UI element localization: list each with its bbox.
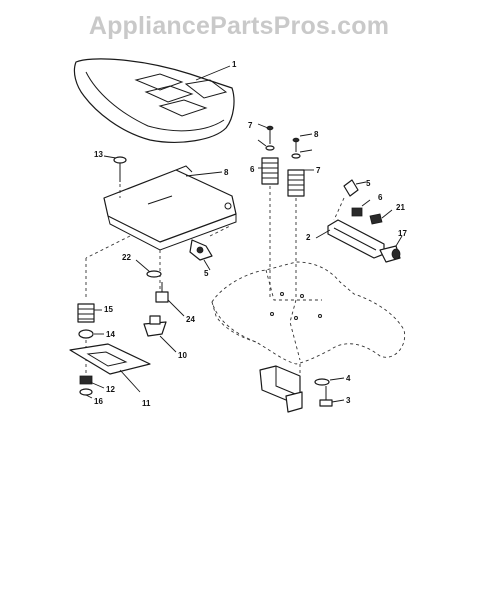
callout-5-left: 5 (204, 269, 209, 278)
spring-7-left (261, 157, 279, 185)
washer-4 (314, 378, 330, 386)
nut-22 (369, 213, 383, 225)
knob-21 (379, 245, 401, 263)
callout-21: 17 (398, 229, 407, 238)
clip-5-right (343, 179, 359, 197)
callout-14: 13 (94, 150, 103, 159)
bolt-8-right (292, 137, 300, 152)
washer-24 (146, 270, 162, 278)
callout-16: 15 (104, 305, 113, 314)
callout-25: 24 (186, 315, 195, 324)
callout-5-right: 5 (366, 179, 371, 188)
washer-9-right (291, 153, 301, 159)
callout-6: 6 (378, 193, 383, 202)
bolt-3 (319, 386, 333, 407)
callout-7: 7 (316, 166, 321, 175)
callout-8-right: 8 (314, 130, 319, 139)
callout-12: 11 (142, 399, 151, 408)
callout-8-left: 7 (248, 121, 253, 130)
leader-lines (85, 65, 403, 403)
seat-bolt (113, 156, 127, 182)
callout-11: 10 (178, 351, 187, 360)
bolt-8-left (266, 125, 274, 144)
pivot-11 (143, 315, 167, 337)
fender-body (211, 261, 406, 365)
watermark-text: AppliancePartsPros.com (88, 12, 390, 40)
nut-6 (351, 207, 363, 217)
spring-7-right (287, 169, 305, 197)
nut-13 (79, 375, 93, 385)
callout-24: 22 (122, 253, 131, 262)
callout-17: 16 (94, 397, 103, 406)
shoulder-bolt-25 (155, 282, 169, 303)
seat-pan (103, 165, 237, 251)
washer-17 (79, 388, 93, 396)
spacer-15 (78, 329, 94, 339)
callout-22: 21 (396, 203, 405, 212)
callout-13: 12 (106, 385, 115, 394)
mounting-bracket (69, 343, 151, 375)
callout-15: 14 (106, 330, 115, 339)
frame-bracket (259, 365, 303, 413)
callout-6-left: 6 (250, 165, 255, 174)
callout-labels: 1 2 3 4 5 5 6 6 7 7 8 8 10 11 12 13 14 1… (94, 60, 407, 408)
adjuster-knob-left (189, 239, 213, 261)
callout-10: 8 (224, 168, 229, 177)
spring-16 (77, 303, 95, 323)
callout-2: 2 (306, 233, 311, 242)
callout-1: 1 (232, 60, 237, 69)
washer-9-left (265, 145, 275, 151)
seat (73, 58, 235, 143)
adjuster-bracket (327, 219, 385, 259)
callout-3: 3 (346, 396, 351, 405)
callout-4: 4 (346, 374, 351, 383)
